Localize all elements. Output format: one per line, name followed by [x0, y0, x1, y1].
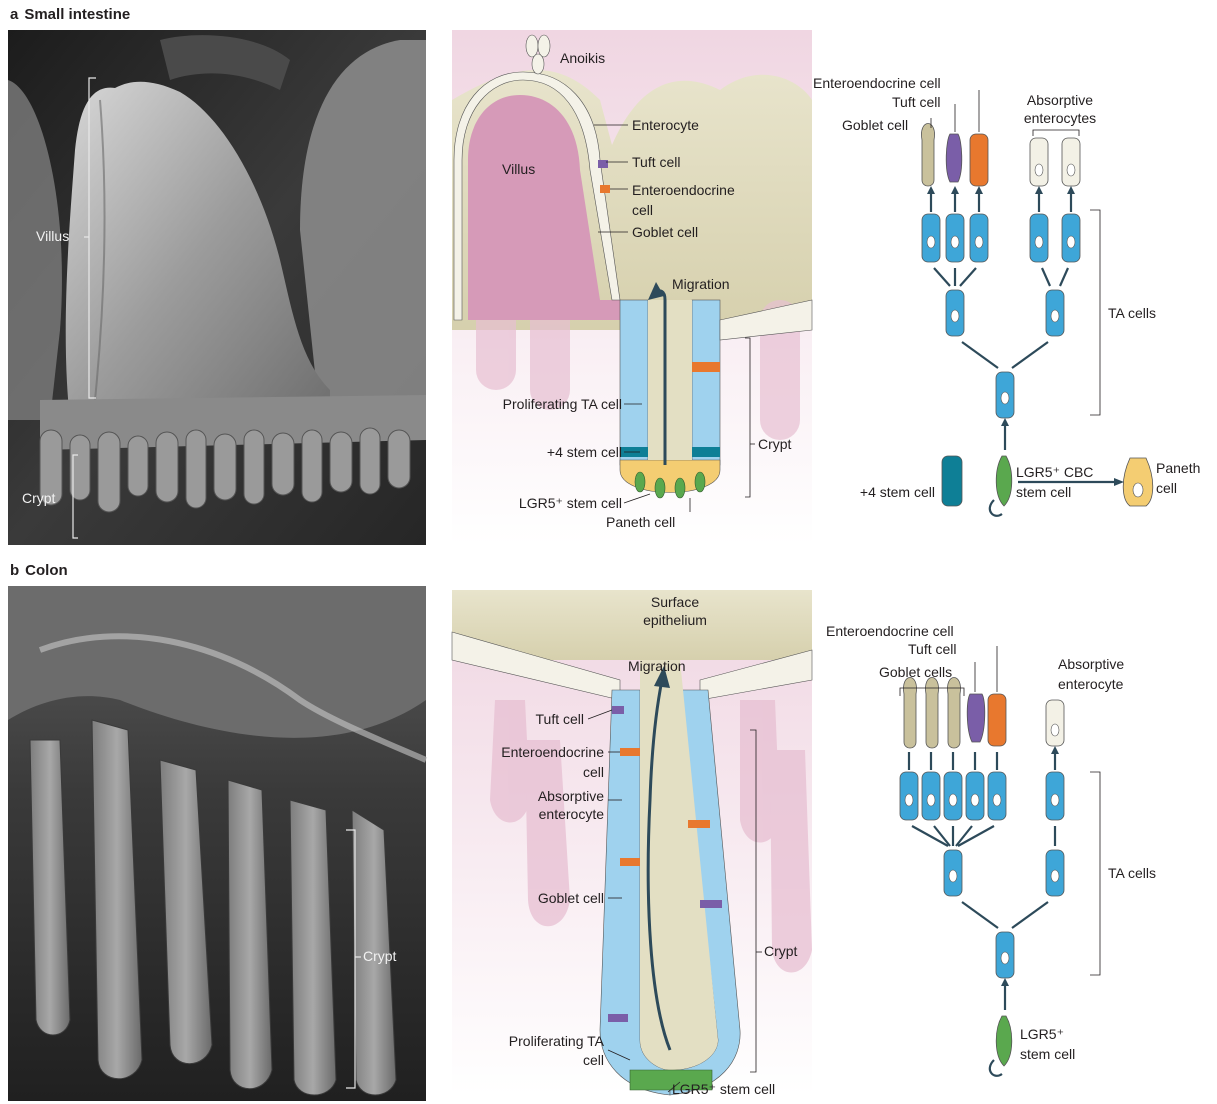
panel-a-letter: a: [10, 6, 18, 23]
lineage-a-paneth-1: Paneth: [1156, 460, 1200, 477]
label-lgr5-stem-b: LGR5⁺ stem cell: [672, 1081, 775, 1098]
lineage-a-lgr5-1: LGR5⁺ CBC: [1016, 464, 1093, 481]
panel-b-title: Colon: [25, 562, 68, 579]
micrograph-colon: [8, 586, 426, 1101]
label-surface-2: epithelium: [620, 612, 730, 629]
lineage-b-lgr5-2: stem cell: [1020, 1046, 1075, 1063]
label-migration-a: Migration: [672, 276, 730, 293]
label-crypt-a: Crypt: [758, 436, 791, 453]
label-enteroendocrine-b-2: cell: [448, 764, 604, 781]
label-migration-b: Migration: [628, 658, 686, 675]
lineage-a-absorptive-1: Absorptive: [1010, 92, 1110, 109]
micrograph-villus-label: Villus: [36, 228, 69, 245]
panel-a-heading: a Small intestine: [10, 6, 130, 23]
label-crypt-b: Crypt: [764, 943, 797, 960]
lineage-b-ta-cells: TA cells: [1108, 865, 1156, 882]
label-enterocyte: Enterocyte: [632, 117, 699, 134]
label-stem4-a: +4 stem cell: [492, 444, 622, 461]
label-lgr5-stem-a: LGR5⁺ stem cell: [472, 495, 622, 512]
micrograph-crypt-label: Crypt: [22, 490, 55, 507]
label-surface-1: Surface: [620, 594, 730, 611]
lineage-a-tuft: Tuft cell: [892, 94, 941, 111]
lineage-b-absorptive-2: enterocyte: [1058, 676, 1123, 693]
label-villus: Villus: [502, 161, 535, 178]
lineage-small-intestine: [921, 90, 1152, 516]
label-absorptive-b-2: enterocyte: [448, 806, 604, 823]
lineage-a-lgr5-2: stem cell: [1016, 484, 1071, 501]
lineage-b-enteroendocrine: Enteroendocrine cell: [826, 623, 954, 640]
lineage-a-absorptive-2: enterocytes: [1010, 110, 1110, 127]
label-enteroendocrine-b-1: Enteroendocrine: [448, 744, 604, 761]
label-anoikis: Anoikis: [560, 50, 605, 67]
lineage-b-goblet: Goblet cells: [879, 664, 952, 681]
label-tuft-cell-a: Tuft cell: [632, 154, 681, 171]
lineage-b-absorptive-1: Absorptive: [1058, 656, 1124, 673]
panel-b-heading: b Colon: [10, 562, 68, 579]
lineage-colon: [900, 646, 1100, 1076]
micrograph-small-intestine: [8, 30, 426, 545]
label-goblet-cell-a: Goblet cell: [632, 224, 698, 241]
label-proliferating-ta-a: Proliferating TA cell: [462, 396, 622, 413]
lineage-a-stem4: +4 stem cell: [820, 484, 935, 501]
lineage-b-tuft: Tuft cell: [908, 641, 957, 658]
lineage-b-lgr5-1: LGR5⁺: [1020, 1026, 1064, 1043]
lineage-a-paneth-2: cell: [1156, 480, 1177, 497]
schematic-small-intestine: [452, 30, 812, 545]
label-enteroendocrine-a-1: Enteroendocrine: [632, 182, 735, 199]
label-absorptive-b-1: Absorptive: [448, 788, 604, 805]
lineage-a-ta-cells: TA cells: [1108, 305, 1156, 322]
lineage-a-goblet: Goblet cell: [842, 117, 908, 134]
panel-a-title: Small intestine: [24, 6, 130, 23]
label-proliferating-b-1: Proliferating TA: [448, 1033, 604, 1050]
label-goblet-cell-b: Goblet cell: [448, 890, 604, 907]
label-proliferating-b-2: cell: [448, 1052, 604, 1069]
lineage-a-enteroendocrine: Enteroendocrine cell: [813, 75, 941, 92]
micrograph-colon-crypt-label: Crypt: [363, 948, 396, 965]
label-paneth-cell-a: Paneth cell: [606, 514, 675, 531]
label-enteroendocrine-a-2: cell: [632, 202, 653, 219]
panel-b-letter: b: [10, 562, 19, 579]
label-tuft-cell-b: Tuft cell: [478, 711, 584, 728]
